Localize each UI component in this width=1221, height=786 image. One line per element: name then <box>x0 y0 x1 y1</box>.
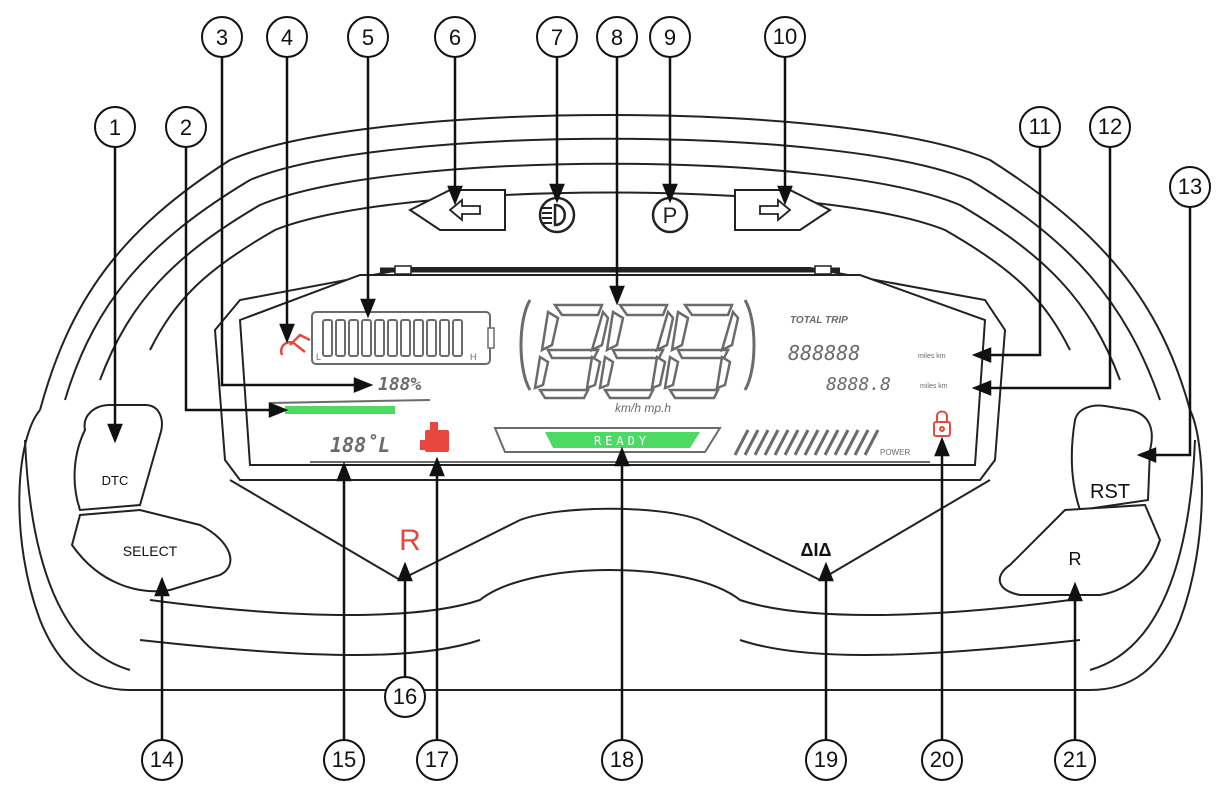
svg-text:10: 10 <box>773 24 797 49</box>
svg-text:4: 4 <box>281 25 293 50</box>
parking-icon: P <box>663 203 678 228</box>
callout-13: 13 <box>1169 166 1211 208</box>
parking-indicator: P <box>651 196 689 234</box>
callout-2: 2 <box>165 106 207 148</box>
right-arrow-icon <box>759 198 792 222</box>
rst-label: RST <box>1090 481 1130 503</box>
callout-16: 16 <box>384 676 426 718</box>
battery-segments <box>322 319 463 357</box>
callout-leaders <box>107 52 1192 745</box>
callout-15: 15 <box>323 739 365 781</box>
svg-text:8: 8 <box>611 25 623 50</box>
callout-5: 5 <box>347 16 389 58</box>
odometer-units: miles km <box>918 353 946 360</box>
trip-readout: 8888.8 <box>826 374 891 395</box>
callout-19: 19 <box>805 739 847 781</box>
power-label: POWER <box>880 448 910 457</box>
svg-text:H: H <box>470 352 477 362</box>
lock-icon <box>933 410 951 437</box>
dtc-button[interactable]: DTC <box>73 404 163 512</box>
ready-bar: READY <box>493 427 722 453</box>
svg-text:9: 9 <box>664 25 676 50</box>
svg-text:20: 20 <box>930 747 954 772</box>
total-trip-labels: TOTAL TRIP <box>790 315 848 326</box>
r-button[interactable]: R <box>998 503 1162 596</box>
power-bar-left <box>285 406 395 414</box>
battery-percent-readout: 188% <box>378 374 422 395</box>
svg-text:2: 2 <box>180 115 192 140</box>
svg-text:3: 3 <box>216 25 228 50</box>
svg-text:L: L <box>316 352 321 362</box>
callout-3: 3 <box>201 16 243 58</box>
callout-11: 11 <box>1019 106 1061 148</box>
callout-17: 17 <box>416 739 458 781</box>
callout-1: 1 <box>94 106 136 148</box>
callout-7: 7 <box>536 16 578 58</box>
battery-gauge: L H <box>311 311 495 365</box>
left-arrow-icon <box>448 198 481 222</box>
rst-button[interactable]: RST <box>1070 404 1153 512</box>
callout-14: 14 <box>141 739 183 781</box>
motor-fault-icon <box>279 333 311 356</box>
svg-text:12: 12 <box>1098 114 1122 139</box>
r-label: R <box>1069 549 1082 569</box>
svg-text:6: 6 <box>449 25 461 50</box>
svg-text:14: 14 <box>150 747 174 772</box>
svg-text:21: 21 <box>1063 747 1087 772</box>
callout-4: 4 <box>266 16 308 58</box>
odometer-readout: 888888 <box>788 341 860 365</box>
svg-text:11: 11 <box>1029 114 1052 139</box>
callout-20: 20 <box>921 739 963 781</box>
callout-21: 21 <box>1054 739 1096 781</box>
callout-10: 10 <box>764 16 806 58</box>
callout-18: 18 <box>601 739 643 781</box>
callout-9: 9 <box>649 16 691 58</box>
callout-12: 12 <box>1089 106 1131 148</box>
select-label: SELECT <box>123 543 178 559</box>
svg-text:15: 15 <box>332 747 356 772</box>
power-hash-bar <box>733 429 880 456</box>
reverse-indicator: R <box>399 524 421 557</box>
cruise-icon: ΔΙΔ <box>801 540 832 560</box>
left-turn-indicator <box>408 189 506 231</box>
temperature-readout: 188˚L <box>330 433 390 457</box>
select-button[interactable]: SELECT <box>70 508 232 593</box>
trip-units: miles km <box>920 383 948 390</box>
speedometer-digits <box>533 303 740 400</box>
headlight-icon <box>542 203 566 227</box>
svg-text:1: 1 <box>109 115 121 140</box>
dashboard-housing <box>18 114 1203 691</box>
lcd-screen: L H 188% 188˚L <box>238 265 987 466</box>
callout-markers: 1 2 3 4 5 6 7 8 9 10 11 12 13 14 15 16 1… <box>94 16 1211 781</box>
svg-text:19: 19 <box>814 747 838 772</box>
svg-text:7: 7 <box>551 25 563 50</box>
svg-text:16: 16 <box>393 684 417 709</box>
engine-temp-warning-icon <box>420 422 449 452</box>
ready-label: READY <box>594 434 650 448</box>
svg-text:18: 18 <box>610 747 634 772</box>
svg-text:5: 5 <box>362 25 374 50</box>
speed-units: km/h mp.h <box>615 401 671 415</box>
svg-text:13: 13 <box>1178 174 1202 199</box>
svg-text:17: 17 <box>425 747 449 772</box>
callout-6: 6 <box>434 16 476 58</box>
dtc-label: DTC <box>102 473 129 488</box>
callout-8: 8 <box>596 16 638 58</box>
